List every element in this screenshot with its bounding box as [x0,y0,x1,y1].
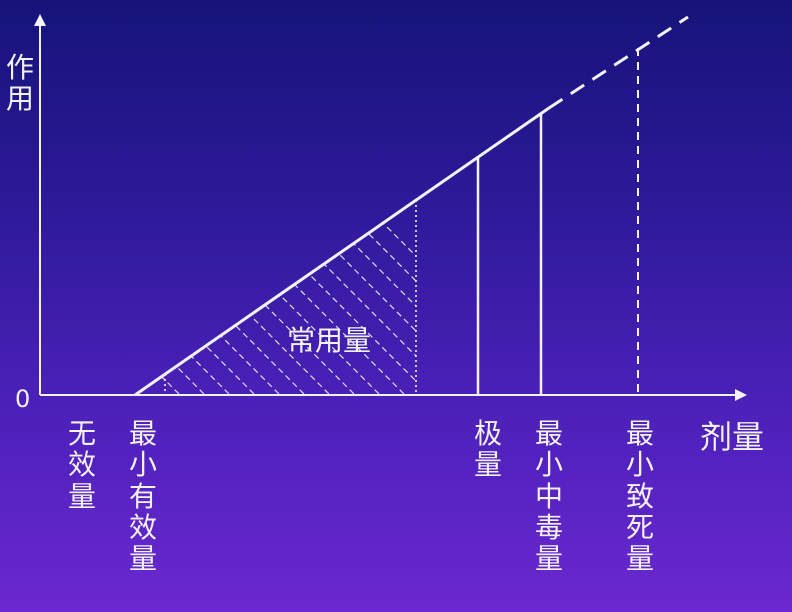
x-axis-label: 剂量 [700,418,765,456]
origin-label: 0 [15,385,31,413]
hatched-area [135,219,416,395]
area-label: 常用量 [287,324,372,357]
min-toxic-dose-label: 最小中毒量 [534,417,563,576]
response-line [134,106,550,397]
no-effect-dose-label: 无效量 [67,417,96,513]
min-effective-dose-label: 最小有效量 [128,417,157,576]
response-line-extension [548,15,689,110]
y-axis-label: 作用 [5,51,34,116]
min-lethal-dose-label: 最小致死量 [625,417,654,576]
maximum-dose-label: 极量 [473,417,502,482]
